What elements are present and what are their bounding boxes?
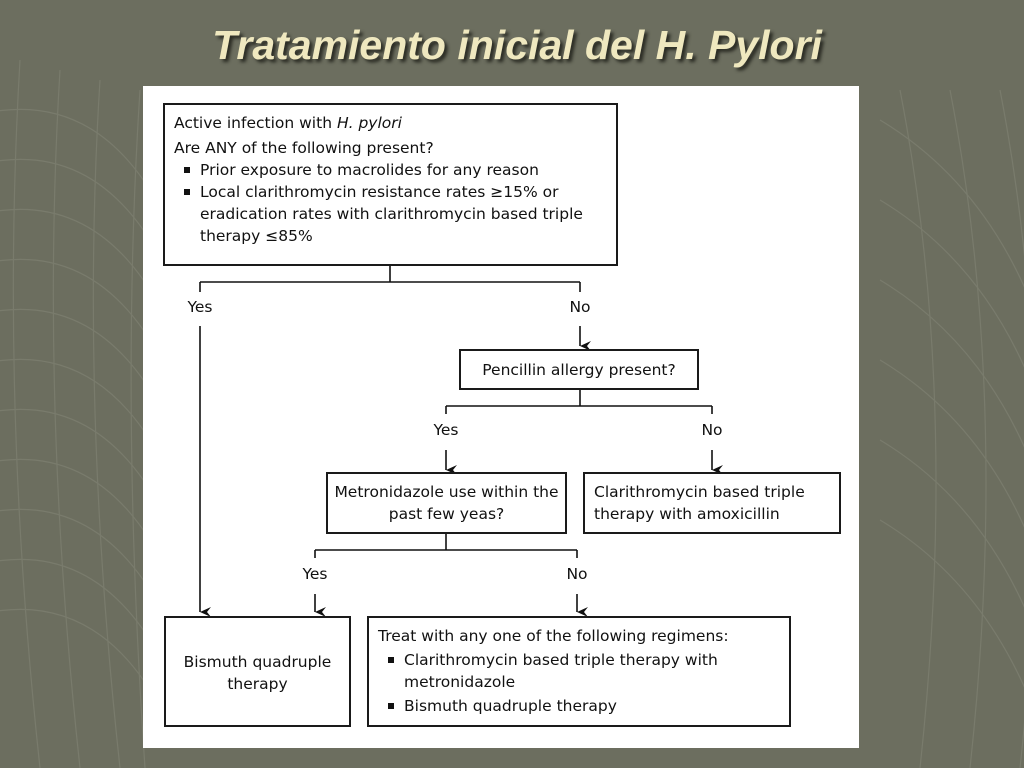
penicillin-allergy-box: Pencillin allergy present? [459,349,699,390]
root-question: Are ANY of the following present? [174,139,434,157]
root-yes-label: Yes [187,298,213,316]
active-infection-text: Active infection with [174,114,337,132]
penicillin-yes-label: Yes [433,421,459,439]
regimens-list: Clarithromycin based triple therapy with… [378,649,781,717]
metronidazole-no-label: No [566,565,588,583]
metronidazole-yes-label: Yes [302,565,328,583]
clarithromycin-amoxicillin-box: Clarithromycin based triple therapy with… [583,472,841,534]
root-criteria-item: Local clarithromycin resistance rates ≥1… [174,181,608,247]
regimens-box: Treat with any one of the following regi… [367,616,791,727]
root-no-label: No [569,298,591,316]
metronidazole-text: Metronidazole use within the past few ye… [334,483,559,523]
bismuth-quadruple-box: Bismuth quadruple therapy [164,616,351,727]
regimen-item: Clarithromycin based triple therapy with… [378,649,781,693]
penicillin-no-label: No [701,421,723,439]
flowchart-panel: Active infection with H. pylori Are ANY … [143,86,859,748]
clarithromycin-amoxicillin-text: Clarithromycin based triple therapy with… [594,483,805,523]
bismuth-quadruple-text: Bismuth quadruple therapy [183,653,332,693]
metronidazole-box: Metronidazole use within the past few ye… [326,472,567,534]
regimen-item: Bismuth quadruple therapy [378,695,781,717]
active-infection-line: Active infection with H. pylori [174,112,608,134]
penicillin-allergy-text: Pencillin allergy present? [482,361,676,379]
root-criteria-list: Prior exposure to macrolides for any rea… [174,159,608,247]
regimens-heading: Treat with any one of the following regi… [378,627,729,645]
h-pylori-italic: H. pylori [336,114,402,132]
flowchart-connectors [199,266,723,617]
root-criteria-item: Prior exposure to macrolides for any rea… [174,159,608,181]
root-question-box: Active infection with H. pylori Are ANY … [163,103,618,266]
slide-title: Tratamiento inicial del H. Pylori [212,22,822,68]
